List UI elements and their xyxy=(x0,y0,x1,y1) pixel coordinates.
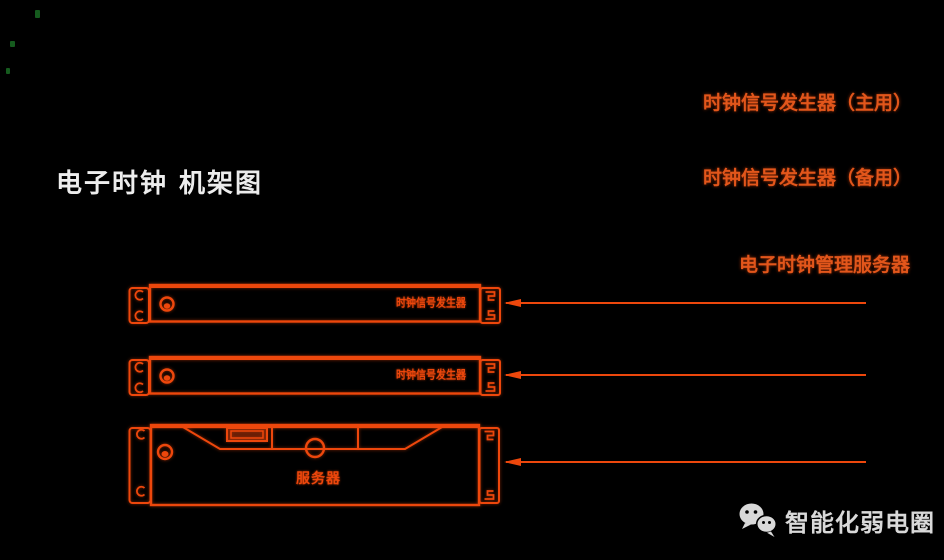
rack-panel-drawing xyxy=(128,423,500,507)
rack-device-generator-primary: 时钟信号发生器 xyxy=(128,281,504,327)
rack-device-management-server: 服务器 xyxy=(128,422,504,508)
label-clock-generator-backup: 时钟信号发生器（备用） xyxy=(703,167,913,189)
device-front-label: 时钟信号发生器 xyxy=(396,297,466,311)
footer-watermark: 智能化弱电圈 xyxy=(738,501,935,539)
rack-panel-drawing xyxy=(128,283,501,324)
wechat-icon xyxy=(739,503,778,537)
artifact-mark xyxy=(10,41,15,47)
artifact-mark xyxy=(35,10,40,18)
rack-panel-drawing xyxy=(128,355,501,396)
leader-line-server xyxy=(504,458,866,466)
leader-line-primary xyxy=(504,299,866,307)
rack-device-generator-backup: 时钟信号发生器 xyxy=(128,353,504,399)
artifact-mark xyxy=(6,68,10,74)
device-front-label: 服务器 xyxy=(296,471,341,487)
label-clock-generator-primary: 时钟信号发生器（主用） xyxy=(703,92,913,114)
brand-text: 智能化弱电圈 xyxy=(785,508,935,537)
label-clock-management-server: 电子时钟管理服务器 xyxy=(739,254,911,276)
device-front-label: 时钟信号发生器 xyxy=(396,369,466,383)
leader-line-backup xyxy=(504,371,866,379)
page-title: 电子时钟 机架图 xyxy=(56,169,264,199)
